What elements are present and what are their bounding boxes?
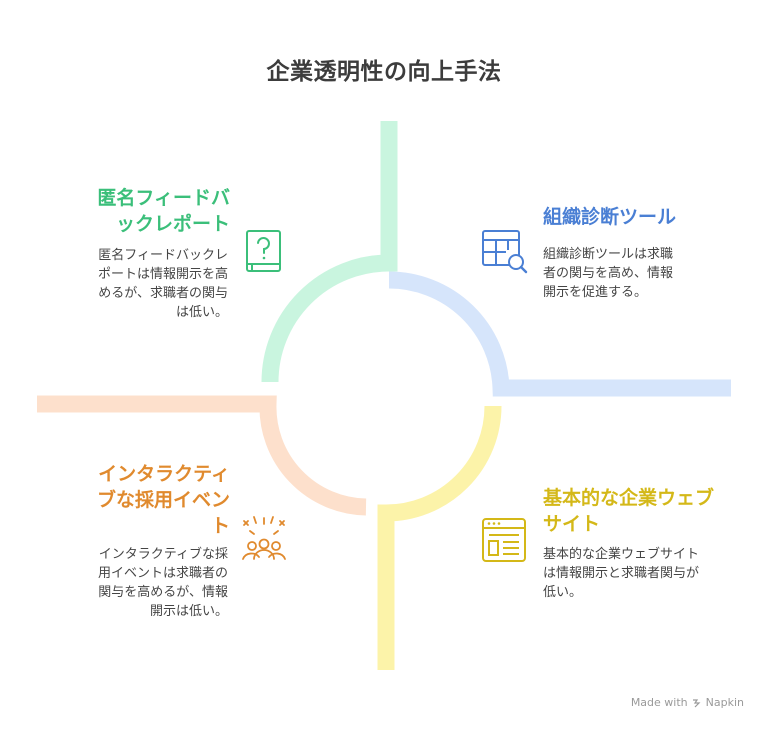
heading-line: ブな採用イベン — [96, 489, 230, 511]
desc-line: ポートは情報開示を高 — [97, 267, 228, 282]
desc-anonymous-feedback: 匿名フィードバックレ ポートは情報開示を高 めるが、求職者の関与 は低い。 — [60, 246, 228, 322]
desc-org-diagnosis-tool: 組織診断ツールは求職 者の関与を高め、情報 開示を促進する。 — [543, 245, 723, 302]
heading-line: インタラクティ — [98, 463, 230, 485]
desc-line: 用イベントは求職者の — [97, 566, 228, 581]
webpage-icon — [482, 518, 526, 562]
desc-interactive-recruiting-event: インタラクティブな採 用イベントは求職者の 関与を高めるが、情報 開示は低い。 — [40, 545, 228, 621]
desc-line: めるが、求職者の関与 — [98, 286, 228, 301]
napkin-logo-icon — [692, 698, 701, 707]
orange-ring-segment — [37, 395, 367, 516]
page-title: 企業透明性の向上手法 — [266, 59, 502, 85]
heading-line: サイト — [543, 513, 601, 535]
heading-basic-corporate-website: 基本的な企業ウェブ サイト — [543, 485, 743, 537]
green-ring-segment — [261, 121, 398, 383]
made-with-napkin-footer: Made with Napkin — [631, 696, 744, 709]
desc-line: 開示を促進する。 — [543, 285, 648, 300]
heading-line: ト — [210, 515, 230, 537]
table-search-icon — [482, 230, 528, 274]
heading-interactive-recruiting-event: インタラクティ ブな採用イベン ト — [40, 461, 230, 539]
question-book-icon — [246, 230, 281, 272]
desc-line: 低い。 — [543, 585, 583, 600]
desc-line: 匿名フィードバックレ — [98, 248, 228, 263]
desc-line: 組織診断ツールは求職 — [543, 247, 674, 262]
heading-anonymous-feedback: 匿名フィードバ ックレポート — [60, 185, 230, 237]
desc-line: 開示は低い。 — [149, 604, 228, 619]
desc-line: 関与を高めるが、情報 — [98, 585, 228, 600]
desc-line: は低い。 — [175, 305, 228, 320]
made-with-label: Made with — [630, 696, 688, 709]
desc-line: 基本的な企業ウェブサイト — [543, 547, 700, 562]
heading-line: ックレポート — [115, 213, 230, 235]
desc-basic-corporate-website: 基本的な企業ウェブサイト は情報開示と求職者関与が 低い。 — [543, 545, 733, 602]
yellow-ring-segment — [377, 405, 502, 670]
blue-ring-segment — [388, 271, 731, 397]
people-celebration-icon — [242, 516, 286, 560]
heading-line: 匿名フィードバ — [97, 187, 230, 209]
desc-line: 者の関与を高め、情報 — [543, 266, 674, 281]
heading-line: 組織診断ツール — [543, 206, 677, 228]
desc-line: は情報開示と求職者関与が — [543, 566, 700, 581]
heading-line: 基本的な企業ウェブ — [543, 487, 715, 509]
napkin-brand-label: Napkin — [705, 696, 744, 709]
heading-org-diagnosis-tool: 組織診断ツール — [543, 204, 743, 230]
desc-line: インタラクティブな採 — [98, 547, 228, 562]
